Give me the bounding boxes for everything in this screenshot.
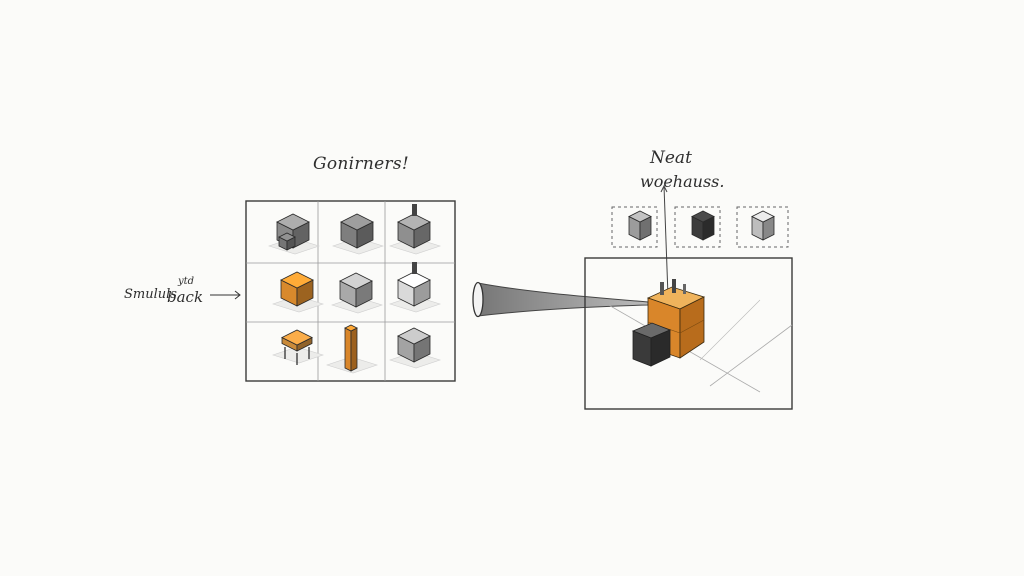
thumbnail-light-cube (628, 210, 652, 241)
grid-item-box-with-step (268, 213, 320, 255)
grid-item-low-table (272, 329, 324, 365)
grid-item-light-grey-box (331, 272, 383, 314)
warehouse-panel (584, 257, 793, 410)
grid-item-box-with-post (389, 204, 441, 255)
grid-item-grey-box (332, 213, 384, 255)
side-note-line2: back (167, 288, 204, 306)
pointer-arrowhead (660, 184, 668, 193)
grid-item-plain-grey-box (389, 327, 441, 369)
grid-panel-title: Gonirners! (313, 154, 410, 174)
thumbnail-pale-cube (751, 210, 775, 241)
grid-item-orange-pillar (326, 324, 378, 374)
side-note-line1: Smululs (124, 287, 177, 302)
side-note-arrow (210, 290, 241, 300)
thumbnail-dark-cube (691, 210, 715, 241)
funnel-connector (472, 281, 649, 318)
warehouse-title-line1: Neat (650, 148, 692, 168)
title-pointer-line (663, 185, 669, 297)
warehouse-title-line2: woehauss. (640, 172, 725, 191)
grid-panel (245, 200, 456, 382)
side-note-superscript: ytd (178, 276, 195, 287)
grid-item-white-box-with-post (389, 262, 441, 313)
warehouse-dark-bin (631, 322, 672, 367)
warehouse-thumbnails (611, 206, 789, 248)
grid-item-orange-box (272, 271, 324, 313)
